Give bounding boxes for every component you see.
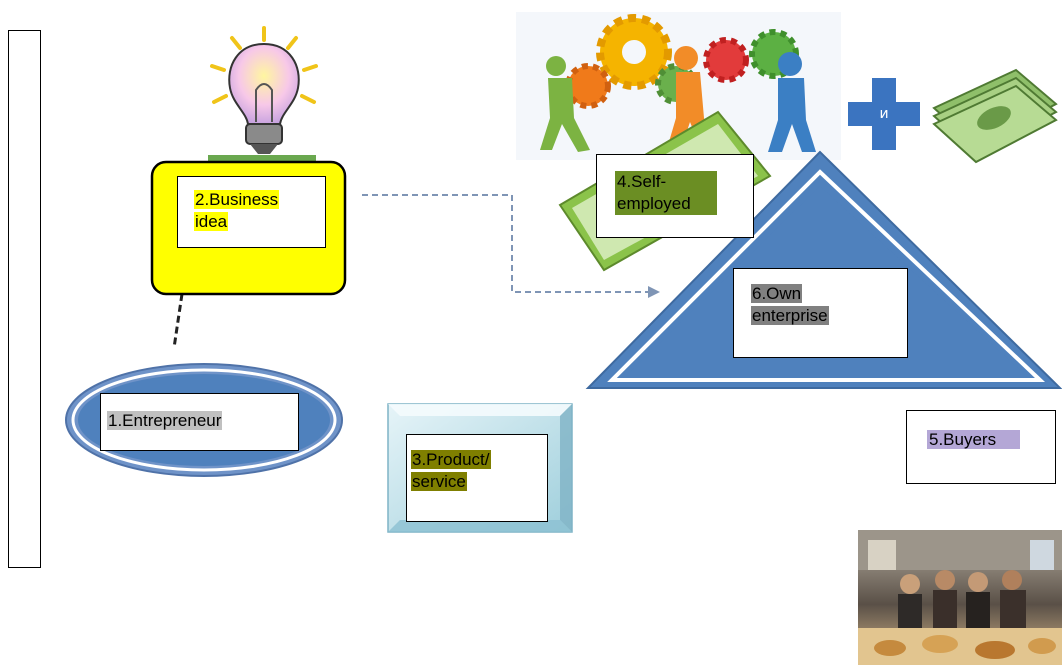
business-idea-label-line1: 2.Business — [194, 190, 280, 209]
product-service-label-line2: service — [411, 472, 467, 491]
plus-glyph: и — [879, 106, 889, 122]
connector-idea-enterprise — [362, 194, 648, 293]
product-service-label-box: 3.Product/ service — [406, 434, 548, 522]
lightbulb-icon — [210, 26, 318, 154]
self-employed-label-block: 4.Self- employed — [615, 171, 717, 215]
self-employed-label-box: 4.Self- employed — [596, 154, 754, 238]
business-idea-label-line2: idea — [194, 212, 229, 231]
buyers-label: 5.Buyers — [927, 430, 1021, 449]
group-photo — [858, 530, 1062, 665]
gears-people-icon — [516, 12, 841, 160]
buyers-label-box: 5.Buyers — [906, 410, 1056, 484]
own-enterprise-label-box: 6.Own enterprise — [733, 268, 908, 358]
own-enterprise-label-line1: 6.Own — [751, 284, 803, 303]
self-employed-label-line2: employed — [617, 194, 691, 213]
entrepreneur-label-box: 1.Entrepreneur — [100, 393, 299, 451]
connector-idea-entrepreneur — [172, 293, 184, 349]
own-enterprise-label-line2: enterprise — [751, 306, 829, 325]
connector-arrowhead — [648, 286, 660, 298]
left-side-bar — [8, 30, 41, 568]
self-employed-label-line1: 4.Self- — [617, 172, 667, 191]
plus-icon — [848, 78, 920, 150]
product-service-label-line1: 3.Product/ — [411, 450, 491, 469]
business-idea-label-box: 2.Business idea — [177, 176, 326, 248]
entrepreneur-label: 1.Entrepreneur — [107, 411, 223, 430]
money-stack-icon — [932, 68, 1058, 164]
